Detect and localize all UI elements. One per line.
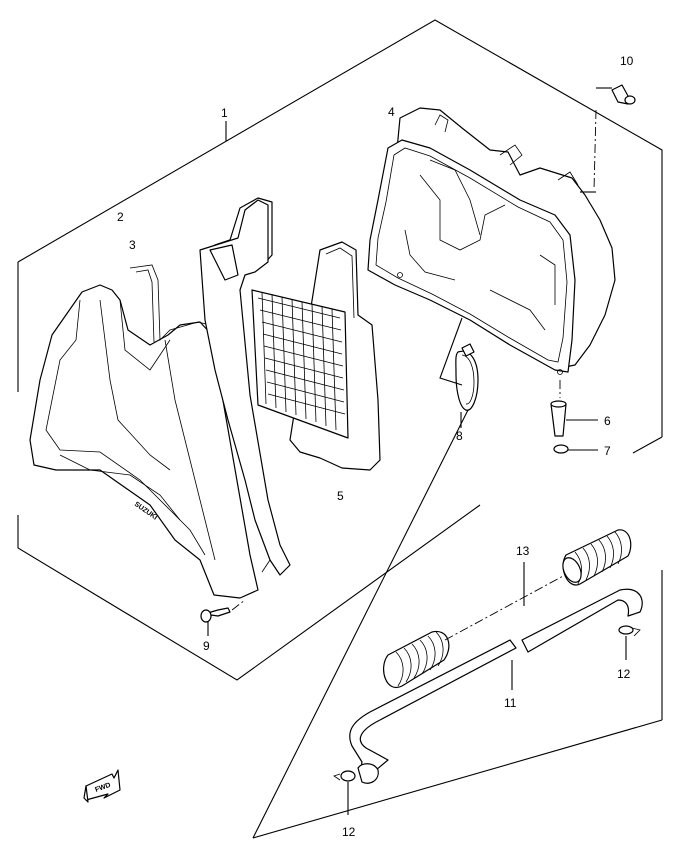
callout-6: 6	[604, 414, 611, 428]
callout-13: 13	[516, 544, 530, 558]
callout-10: 10	[620, 54, 634, 68]
hose-clip-part-12-lower	[333, 770, 356, 815]
callout-12-lower: 12	[342, 825, 356, 839]
callout-7: 7	[604, 444, 611, 458]
assembly-frame	[17, 19, 663, 681]
drain-plug-part-6	[550, 380, 598, 437]
clip-part-7	[553, 444, 598, 454]
callout-1: 1	[221, 106, 228, 120]
callout-4: 4	[388, 105, 395, 119]
corrugated-hose-lower	[383, 630, 450, 689]
fwd-arrow-icon: FWD	[83, 769, 121, 803]
clamp-part-8	[439, 317, 479, 428]
hose-clip-part-12-upper	[618, 625, 641, 660]
callout-9: 9	[203, 639, 210, 653]
callout-8: 8	[456, 429, 463, 443]
hose-group-frame	[252, 409, 663, 839]
bolt-10-leader	[580, 87, 612, 193]
callout-5: 5	[337, 489, 344, 503]
filter-element	[251, 289, 349, 439]
callout-2: 2	[117, 210, 124, 224]
callout-12-upper: 12	[617, 667, 631, 681]
corrugated-hose-upper	[562, 529, 632, 586]
breather-hose-part-11	[349, 588, 643, 784]
bolt-part-10	[611, 84, 636, 105]
air-cleaner-case	[367, 107, 616, 375]
callout-3: 3	[129, 238, 136, 252]
screw-part-9	[200, 599, 246, 636]
callout-11: 11	[504, 696, 517, 710]
hose-13-leader	[444, 562, 566, 641]
